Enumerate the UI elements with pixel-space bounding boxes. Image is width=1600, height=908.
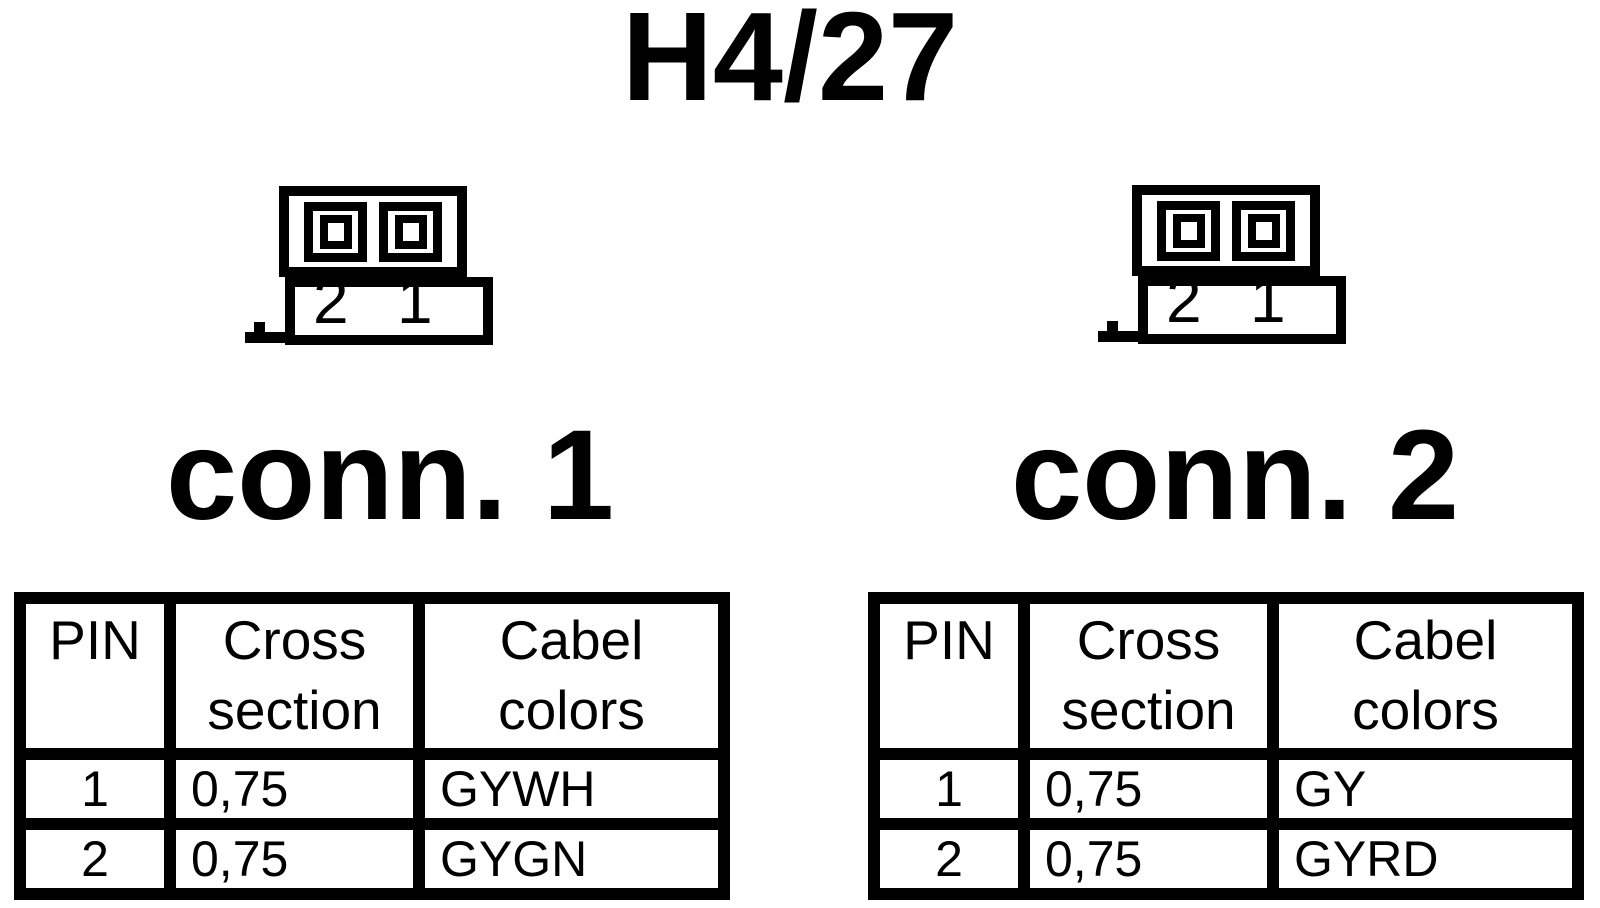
cross-section-cell: 0,75 — [164, 748, 425, 830]
table-header-pin: PIN — [868, 592, 1030, 760]
cable-color-cell: GYGN — [413, 818, 730, 900]
pin-cavity-1 — [379, 201, 442, 262]
connector-1-label: conn. 1 — [165, 404, 615, 547]
connector-2-table: PIN Cross section Cabel colors 1 0,75 GY… — [868, 592, 1584, 900]
table-header-cross-section: Cross section — [1018, 592, 1279, 760]
connector-base: 2 1 — [1138, 268, 1346, 344]
pin-cell: 1 — [14, 748, 176, 830]
connector-housing — [1132, 185, 1320, 276]
mounting-tab — [1098, 331, 1142, 342]
pin-cell: 2 — [868, 818, 1030, 900]
mounting-tab — [245, 332, 289, 343]
pin-cell: 2 — [14, 818, 176, 900]
pin-cavity-2 — [304, 201, 367, 262]
cross-section-cell: 0,75 — [1018, 818, 1279, 900]
connector-base: 2 1 — [285, 269, 493, 345]
pin-number-1: 1 — [397, 265, 433, 337]
pin-cavity-1 — [1232, 200, 1295, 261]
pin-number-2: 2 — [1166, 264, 1202, 336]
connector-1-table: PIN Cross section Cabel colors 1 0,75 GY… — [14, 592, 730, 900]
cross-section-cell: 0,75 — [1018, 748, 1279, 830]
table-header-row: PIN Cross section Cabel colors — [14, 592, 730, 760]
table-row: 2 0,75 GYRD — [868, 818, 1584, 900]
pin-contact — [1172, 213, 1205, 248]
pin-contact — [319, 214, 352, 249]
cable-color-cell: GYWH — [413, 748, 730, 830]
connector-housing — [279, 186, 467, 277]
table-row: 2 0,75 GYGN — [14, 818, 730, 900]
table-header-cabel-colors: Cabel colors — [413, 592, 730, 760]
pin-contact — [1247, 213, 1280, 248]
pin-cell: 1 — [868, 748, 1030, 830]
table-row: 1 0,75 GYWH — [14, 748, 730, 830]
table-header-cross-section: Cross section — [164, 592, 425, 760]
cable-color-cell: GYRD — [1267, 818, 1584, 900]
mounting-tab-lip — [1107, 321, 1118, 342]
table-header-cabel-colors: Cabel colors — [1267, 592, 1584, 760]
table-row: 1 0,75 GY — [868, 748, 1584, 830]
cross-section-cell: 0,75 — [164, 818, 425, 900]
connector-1-drawing: 2 1 — [245, 186, 505, 351]
pin-number-2: 2 — [313, 265, 349, 337]
cable-color-cell: GY — [1267, 748, 1584, 830]
connector-2-label: conn. 2 — [1010, 404, 1460, 547]
pin-cavity-2 — [1157, 200, 1220, 261]
table-header-pin: PIN — [14, 592, 176, 760]
pin-number-1: 1 — [1250, 264, 1286, 336]
connector-2-drawing: 2 1 — [1098, 185, 1358, 350]
mounting-tab-lip — [254, 322, 265, 343]
table-header-row: PIN Cross section Cabel colors — [868, 592, 1584, 760]
pin-contact — [394, 214, 427, 249]
diagram-title: H4/27 — [621, 0, 959, 127]
